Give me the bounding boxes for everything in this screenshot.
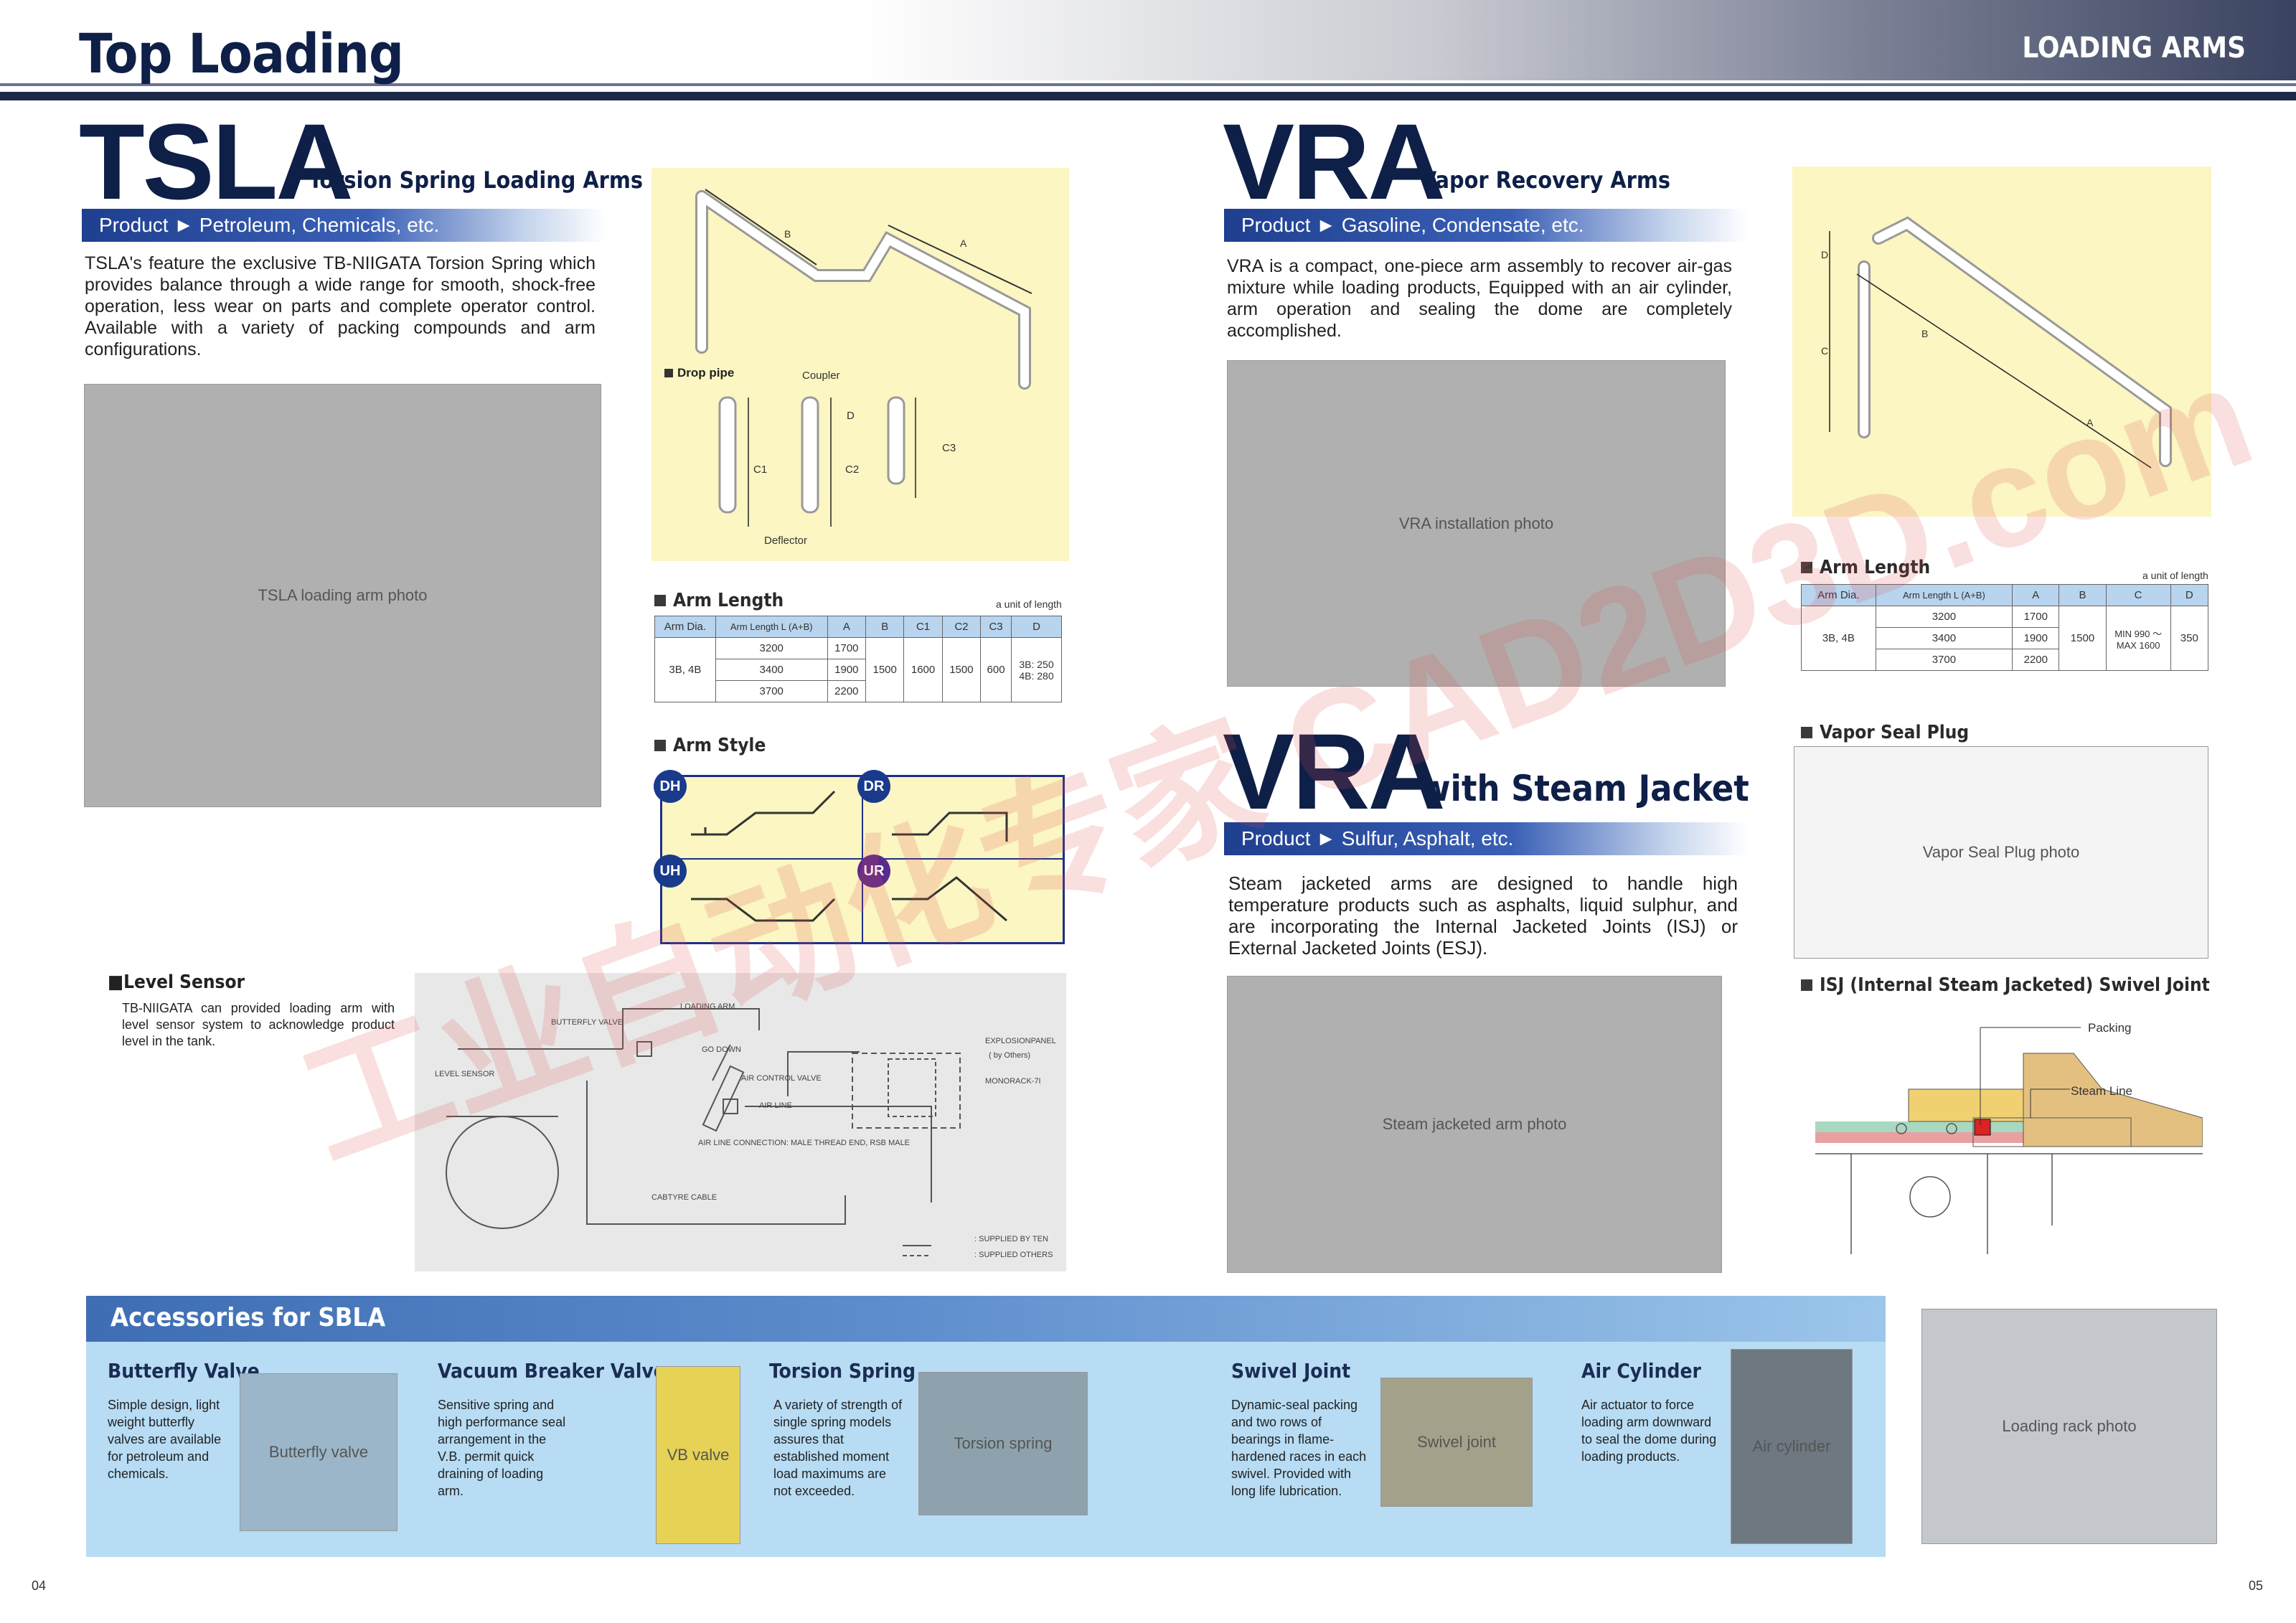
level-sensor-schematic: BUTTERFLY VALVE LOADING ARM GO DOWN LEVE… <box>435 1002 1056 1259</box>
acc-butterfly-valve-name: Butterfly Valve <box>108 1359 260 1383</box>
isj-steam-line-label: Steam Line <box>2071 1084 2132 1098</box>
svg-text:B: B <box>1921 328 1928 339</box>
isj-title: ISJ (Internal Steam Jacketed) Swivel Joi… <box>1801 974 2210 996</box>
svg-text:B: B <box>784 228 791 240</box>
arm-style-grid: DH DR UH UR <box>654 770 1065 944</box>
lbl-by-others: ( by Others) <box>989 1051 1030 1060</box>
style-badge-uh: UH <box>654 855 687 888</box>
section-label: LOADING ARMS <box>2022 32 2246 65</box>
isj-packing-label: Packing <box>2088 1021 2131 1035</box>
svg-text:C1: C1 <box>753 464 767 476</box>
tsla-arm-length-title: Arm Length <box>654 590 784 611</box>
level-sensor-title-text: Level Sensor <box>123 972 245 993</box>
page-title: Top Loading <box>79 22 404 85</box>
style-badge-dr: DR <box>857 770 890 803</box>
lbl-explosion-panel: EXPLOSIONPANEL <box>985 1037 1056 1045</box>
vra-steam-code: VRA <box>1223 711 1446 832</box>
lbl-air-control-valve: AIR CONTROL VALVE <box>741 1074 822 1083</box>
vra-photo: VRA installation photo <box>1227 360 1726 687</box>
vra-unit-note: a unit of length <box>2142 570 2208 581</box>
tsla-arm-drawing: B A Drop pipe Coupler C1 C2 C3 D Deflect… <box>664 189 1032 547</box>
tsla-code: TSLA <box>79 101 354 222</box>
style-badge-ur: UR <box>857 855 890 888</box>
tsla-product-bar: Product ► Petroleum, Chemicals, etc. <box>82 209 606 242</box>
lbl-loading-arm: LOADING ARM <box>680 1002 735 1011</box>
lbl-air-line: AIR LINE <box>759 1101 792 1110</box>
vra-steam-description: Steam jacketed arms are designed to hand… <box>1228 872 1738 959</box>
lbl-level-sensor: LEVEL SENSOR <box>435 1070 494 1078</box>
vra-steam-photo: Steam jacketed arm photo <box>1227 976 1722 1273</box>
level-sensor-diagram: BUTTERFLY VALVE LOADING ARM GO DOWN LEVE… <box>415 973 1066 1271</box>
vapor-seal-title: Vapor Seal Plug <box>1801 722 1969 743</box>
acc-torsion-spring-image: Torsion spring <box>918 1372 1088 1515</box>
acc-swivel-joint-name: Swivel Joint <box>1231 1359 1351 1383</box>
lbl-air-line-connection: AIR LINE CONNECTION: MALE THREAD END, RS… <box>698 1139 910 1147</box>
vra-arm-drawing: D C B A <box>1821 216 2172 469</box>
acc-swivel-joint-desc: Dynamic-seal packing and two rows of bea… <box>1231 1398 1367 1498</box>
vra-arm-length-title: Arm Length <box>1801 557 1930 578</box>
lbl-go-down: GO DOWN <box>702 1045 741 1054</box>
lbl-supplied-by-ten: : SUPPLIED BY TEN <box>974 1235 1048 1243</box>
tsla-name: Torsion Spring Loading Arms <box>309 166 643 194</box>
acc-butterfly-valve-desc: Simple design, light weight butterfly va… <box>108 1398 222 1481</box>
tsla-diagram: B A Drop pipe Coupler C1 C2 C3 D Deflect… <box>651 168 1069 561</box>
coupler-label: Coupler <box>802 370 840 382</box>
arm-style-drawings <box>691 790 1008 922</box>
page-number-left: 04 <box>32 1579 47 1593</box>
svg-text:D: D <box>847 410 855 422</box>
svg-text:C2: C2 <box>845 464 859 476</box>
acc-butterfly-valve-image: Butterfly valve <box>240 1373 397 1531</box>
acc-air-cylinder-desc: Air actuator to force loading arm downwa… <box>1581 1398 1717 1464</box>
tsla-photo: TSLA loading arm photo <box>84 384 601 807</box>
tsla-unit-note: a unit of length <box>996 598 1062 610</box>
vra-steam-product-bar: Product ► Sulfur, Asphalt, etc. <box>1224 822 1748 855</box>
tsla-description: TSLA's feature the exclusive TB-NIIGATA … <box>85 253 596 359</box>
accessories-header <box>86 1296 1886 1342</box>
drop-pipe-label: Drop pipe <box>677 366 734 380</box>
tsla-arm-style-title: Arm Style <box>654 735 766 756</box>
header-rule-thin <box>0 83 2296 86</box>
level-sensor-desc: TB-NIIGATA can provided loading arm with… <box>122 1001 395 1048</box>
header-rule <box>0 92 2296 100</box>
isj-drawing: Packing Steam Line <box>1815 1021 2203 1254</box>
vra-diagram: D C B A <box>1792 166 2211 517</box>
vra-code: VRA <box>1223 101 1446 222</box>
page-number-right: 05 <box>2249 1579 2264 1593</box>
lbl-butterfly-valve: BUTTERFLY VALVE <box>551 1018 623 1027</box>
acc-swivel-joint-image: Swivel joint <box>1380 1378 1533 1507</box>
svg-text:C: C <box>1821 345 1828 357</box>
acc-torsion-spring-desc: A variety of strength of single spring m… <box>773 1398 903 1498</box>
header-gradient <box>861 0 2296 80</box>
acc-air-cylinder-image: Air cylinder <box>1731 1349 1853 1544</box>
vra-steam-name: with Steam Jacket <box>1421 768 1749 809</box>
isj-diagram: Packing Steam Line <box>1815 1010 2203 1254</box>
vapor-seal-photo: Vapor Seal Plug photo <box>1794 746 2208 959</box>
svg-text:A: A <box>2086 417 2094 428</box>
vra-name: Vapor Recovery Arms <box>1421 166 1671 194</box>
svg-text:C3: C3 <box>942 442 956 454</box>
svg-text:A: A <box>960 237 967 249</box>
acc-vacuum-breaker-desc: Sensitive spring and high performance se… <box>438 1398 566 1498</box>
level-sensor-title: ■Level Sensor <box>108 972 245 993</box>
vra-description: VRA is a compact, one-piece arm assembly… <box>1227 256 1732 341</box>
lbl-monorack: MONORACK-7I <box>985 1077 1041 1086</box>
svg-text:D: D <box>1821 249 1828 260</box>
acc-vacuum-breaker-name: Vacuum Breaker Valve <box>438 1359 666 1383</box>
acc-torsion-spring-name: Torsion Spring <box>769 1359 916 1383</box>
lbl-cabtyre-cable: CABTYRE CABLE <box>651 1193 717 1202</box>
accessories-title: Accessories for SBLA <box>110 1303 386 1332</box>
acc-air-cylinder-name: Air Cylinder <box>1581 1359 1701 1383</box>
acc-vacuum-breaker-image: VB valve <box>656 1366 740 1544</box>
style-badge-dh: DH <box>654 770 687 803</box>
deflector-label: Deflector <box>764 535 807 547</box>
vra-product-bar: Product ► Gasoline, Condensate, etc. <box>1224 209 1748 242</box>
sbla-installation-photo: Loading rack photo <box>1921 1309 2217 1544</box>
lbl-supplied-others: : SUPPLIED OTHERS <box>974 1251 1053 1259</box>
